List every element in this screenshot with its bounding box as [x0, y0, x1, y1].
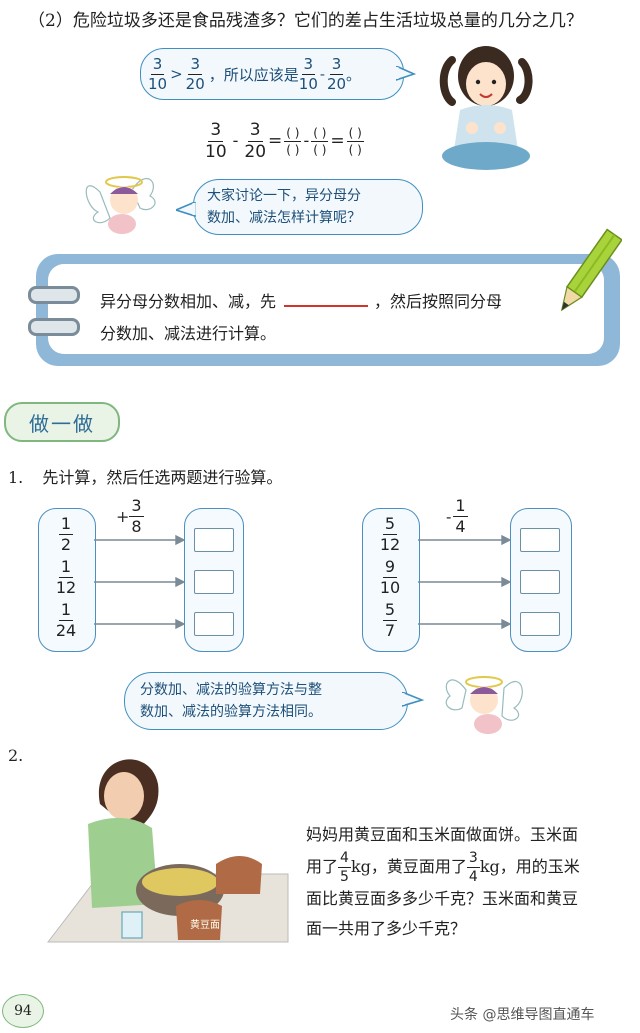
- input-column: [362, 508, 420, 652]
- plus-sign: +: [116, 507, 130, 526]
- question-label: （2）: [28, 11, 73, 31]
- sack-label: 黄豆面: [190, 918, 220, 931]
- bubble-tail: [402, 692, 424, 707]
- notebook-line-2: 分数加、减法进行计算。: [100, 324, 277, 343]
- answer-box[interactable]: [520, 612, 560, 636]
- notebook-text-after: ，然后按照同分母: [374, 292, 503, 311]
- exercise-number: 1.: [8, 468, 24, 487]
- answer-box[interactable]: [194, 570, 234, 594]
- answer-blank[interactable]: ( )( ): [311, 125, 329, 157]
- bubble-tail: [176, 202, 196, 218]
- answer-blank[interactable]: ( )( ): [284, 125, 302, 157]
- mother-cooking-illustration: 黄豆面: [46, 759, 289, 943]
- exercise-2-number: 2.: [8, 746, 24, 765]
- notebook-text-before: 异分母分数相加、减，先: [100, 292, 277, 311]
- exercise-1-heading: 1. 先计算，然后任选两题进行验算。: [8, 464, 282, 488]
- bubble-line: 大家讨论一下，异分母分: [207, 188, 361, 204]
- angel-illustration: [445, 676, 523, 734]
- notebook-page: [48, 264, 604, 354]
- bubble-text: ，所以应该是: [208, 65, 299, 84]
- arrows: [94, 534, 184, 630]
- pencil-icon: [560, 228, 622, 312]
- do-it-badge: 做一做: [4, 402, 120, 442]
- fill-in-blank[interactable]: [284, 291, 369, 307]
- angel-bubble-text: 大家讨论一下，异分母分 数加、减法怎样计算呢？: [207, 185, 361, 229]
- angel-illustration: [85, 176, 156, 234]
- angel-bubble-text: 分数加、减法的验算方法与整 数加、减法的验算方法相同。: [140, 679, 322, 723]
- problem-text: kg，黄豆面用了: [350, 857, 467, 876]
- answer-blank[interactable]: ( )( ): [346, 125, 364, 157]
- input-column: [38, 508, 96, 652]
- problem-text: kg，用的玉米: [479, 857, 580, 876]
- minus-sign: -: [303, 131, 310, 151]
- exercise-text: 先计算，然后任选两题进行验算。: [42, 468, 283, 487]
- answer-box[interactable]: [194, 528, 234, 552]
- girl-speech-bubble: [140, 48, 404, 100]
- problem-line: 面比黄豆面多多少千克？玉米面和黄豆: [306, 889, 579, 908]
- greater-than: >: [170, 65, 183, 83]
- problem-line: 妈妈用黄豆面和玉米面做面饼。玉米面: [306, 825, 579, 844]
- bubble-line: 分数加、减法的验算方法与整: [140, 682, 322, 698]
- minus-sign: -: [446, 507, 452, 526]
- problem-line: 面一共用了多少千克？: [306, 919, 467, 938]
- notebook-line-1: 异分母分数相加、减，先 ，然后按照同分母: [100, 286, 502, 318]
- page-number: 94: [2, 994, 44, 1028]
- page-number-text: 94: [14, 1003, 32, 1019]
- answer-box[interactable]: [194, 612, 234, 636]
- angel-speech-bubble: [124, 672, 408, 730]
- question-text: 危险垃圾多还是食品残渣多？它们的差占生活垃圾总量的几分之几？: [72, 11, 583, 31]
- answer-box[interactable]: [520, 570, 560, 594]
- bubble-end: 。: [346, 65, 362, 84]
- bubble-line: 数加、减法的验算方法相同。: [140, 704, 322, 720]
- equals-sign: =: [330, 131, 345, 151]
- bubble-line: 数加、减法怎样计算呢？: [207, 210, 361, 226]
- problem-text: 用了: [306, 857, 339, 876]
- watermark: 头条 @思维导图直通车: [450, 1007, 595, 1023]
- equals-sign: =: [268, 131, 283, 151]
- binder-ring: [28, 318, 80, 336]
- minus-sign: -: [232, 131, 239, 151]
- arrows: [418, 534, 510, 630]
- bubble-tail: [396, 66, 416, 81]
- angel-speech-bubble: [193, 179, 423, 235]
- do-it-title: 做一做: [29, 411, 95, 436]
- question-2: （2）危险垃圾多还是食品残渣多？它们的差占生活垃圾总量的几分之几？: [28, 6, 583, 31]
- binder-ring: [28, 286, 80, 304]
- minus-sign: -: [319, 65, 325, 83]
- girl-illustration: [439, 46, 533, 170]
- notebook-text: 异分母分数相加、减，先 ，然后按照同分母 分数加、减法进行计算。: [100, 286, 502, 350]
- answer-box[interactable]: [520, 528, 560, 552]
